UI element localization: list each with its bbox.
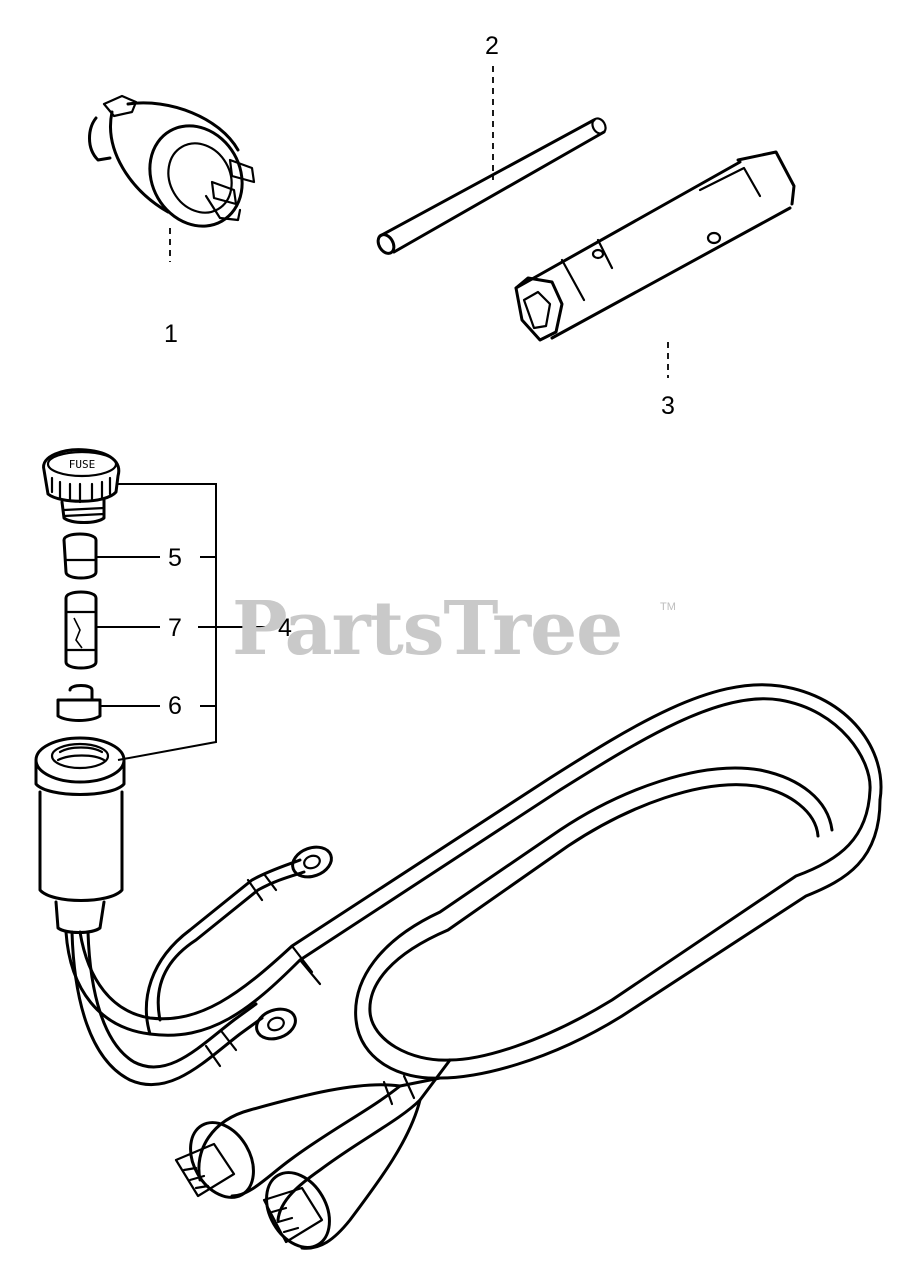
part-label-7: 7 bbox=[168, 614, 182, 642]
rod-part-2 bbox=[376, 66, 607, 255]
part-label-3: 3 bbox=[661, 392, 675, 420]
watermark-text: PartsTree bbox=[232, 586, 623, 672]
part-label-2: 2 bbox=[485, 32, 499, 60]
watermark-trademark: TM bbox=[660, 601, 676, 613]
battery-clip-right bbox=[262, 1058, 452, 1250]
insulator-part-6 bbox=[56, 684, 160, 722]
part-label-4: 4 bbox=[278, 614, 292, 642]
spring-part-5 bbox=[62, 532, 160, 580]
fuse-holder-body bbox=[34, 736, 126, 934]
battery-clip-left bbox=[174, 1074, 442, 1199]
part-4-bracket bbox=[117, 483, 270, 761]
ac-plug-part-1 bbox=[88, 94, 256, 262]
part-label-1: 1 bbox=[164, 320, 178, 348]
fuse-cap bbox=[42, 448, 121, 524]
power-cable bbox=[64, 683, 883, 1080]
fuse-cap-text: FUSE bbox=[69, 458, 96, 471]
part-label-6: 6 bbox=[168, 692, 182, 720]
ring-terminal-upper bbox=[144, 845, 333, 1036]
fuse-part-7 bbox=[64, 590, 160, 670]
part-label-5: 5 bbox=[168, 544, 182, 572]
box-wrench-part-3 bbox=[514, 150, 796, 378]
ring-terminal-lower bbox=[70, 930, 297, 1087]
